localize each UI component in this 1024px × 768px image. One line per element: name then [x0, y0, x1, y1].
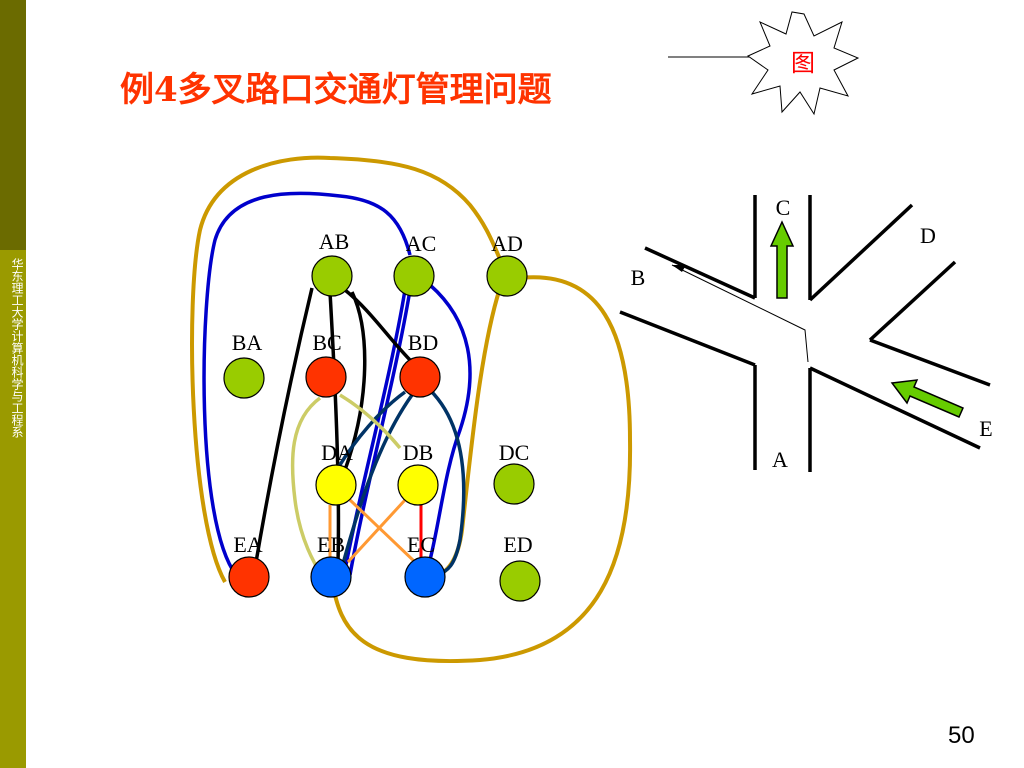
- node-dc: [493, 463, 535, 505]
- road-label-e: E: [979, 416, 992, 441]
- node-label-bc: BC: [312, 330, 341, 355]
- edge-navy-bd-da: [336, 390, 407, 469]
- node-label-ea: EA: [233, 532, 262, 557]
- edge-pale-bc-db: [339, 393, 402, 450]
- edge-navy-bd-ec: [428, 388, 466, 577]
- edge-gold-ad-ec: [435, 287, 502, 578]
- node-label-ed: ED: [503, 532, 532, 557]
- node-label-ba: BA: [232, 330, 263, 355]
- sidebar-band: 华东理工大学计算机科学与工程系: [0, 0, 26, 768]
- arrow-left-green: [890, 379, 964, 418]
- road-labels: C D B E A: [631, 195, 993, 472]
- route-b-arrowhead: [672, 265, 686, 272]
- road-e-bottom-edge: [809, 366, 981, 450]
- figure-button[interactable]: 图: [746, 11, 860, 116]
- node-label-ec: EC: [407, 532, 435, 557]
- graph-edges: [190, 155, 633, 663]
- graph-nodes: [223, 255, 541, 602]
- route-b-arrow: [671, 264, 809, 363]
- node-label-dc: DC: [499, 440, 530, 465]
- node-da: [315, 464, 357, 506]
- node-ec: [404, 556, 446, 598]
- node-ba: [223, 357, 265, 399]
- road-e-top-edge: [869, 338, 991, 387]
- intersection-diagram: [619, 195, 991, 472]
- sidebar-department-text: 华东理工大学计算机科学与工程系: [10, 258, 24, 438]
- node-ed: [499, 560, 541, 602]
- node-label-eb: EB: [317, 532, 345, 557]
- road-b-bottom-edge: [619, 310, 756, 367]
- road-label-d: D: [920, 223, 936, 248]
- node-bd: [399, 356, 441, 398]
- edge-orange-db-eb: [346, 498, 407, 564]
- node-labels: AB AC AD BA BC BD DA DB DC EA EB EC ED: [232, 229, 533, 557]
- node-bc: [305, 356, 347, 398]
- node-label-da: DA: [321, 440, 353, 465]
- slide-title: 例4多叉路口交通灯管理问题: [120, 70, 552, 110]
- road-label-b: B: [631, 265, 646, 290]
- edge-gold-ea-ad: [190, 155, 507, 583]
- road-label-a: A: [772, 447, 788, 472]
- node-label-ad: AD: [491, 231, 523, 256]
- starburst-shape[interactable]: [746, 11, 860, 116]
- road-d-left-edge: [808, 203, 914, 302]
- edge-blue-ac-eb-2: [348, 289, 412, 576]
- road-d-right-edge: [868, 260, 957, 342]
- node-ea: [228, 556, 270, 598]
- edge-black-ab-ea: [253, 287, 314, 569]
- figure-button-label[interactable]: 图: [791, 49, 815, 77]
- node-db: [397, 464, 439, 506]
- node-ad: [486, 255, 528, 297]
- route-b-line: [671, 264, 809, 363]
- node-label-ab: AB: [319, 229, 350, 254]
- edge-gold-ad-eb: [330, 275, 633, 663]
- edge-black-ab-eb: [328, 291, 341, 563]
- arrow-up-green: [769, 220, 795, 299]
- node-eb: [310, 556, 352, 598]
- road-label-c: C: [776, 195, 791, 220]
- page-number: 50: [948, 722, 975, 749]
- edge-blue-ac-ec: [428, 283, 472, 561]
- road-b-top-edge: [644, 246, 756, 300]
- edge-pale-bc-ea: [290, 396, 324, 577]
- edge-navy-bd-eb: [338, 393, 414, 576]
- node-ab: [311, 255, 353, 297]
- node-label-ac: AC: [406, 231, 437, 256]
- edge-orange-da-ec: [348, 498, 417, 564]
- edge-blue-ea-ac: [202, 191, 412, 577]
- node-label-bd: BD: [408, 330, 439, 355]
- node-label-db: DB: [403, 440, 434, 465]
- node-ac: [393, 255, 435, 297]
